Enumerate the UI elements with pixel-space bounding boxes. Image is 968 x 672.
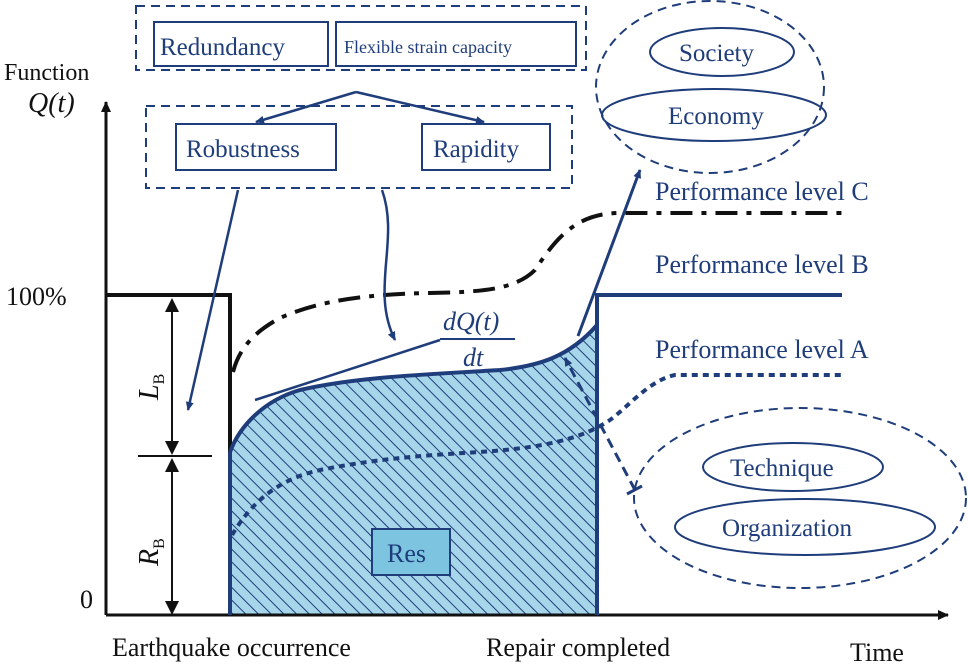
arrow-to-impacts bbox=[576, 169, 642, 337]
flexible-strain-box bbox=[335, 21, 577, 67]
arrow-to-rapidity bbox=[355, 90, 485, 125]
res-label: Res bbox=[387, 539, 426, 568]
arrow-rapidity-down bbox=[380, 189, 397, 341]
impact-group-ellipse bbox=[595, 0, 825, 174]
redundancy-label: Redundancy bbox=[160, 34, 285, 61]
tick-0: 0 bbox=[80, 585, 93, 614]
arrow-from-resources bbox=[563, 357, 637, 491]
derivative-denominator: dt bbox=[463, 343, 484, 372]
economy-label: Economy bbox=[668, 103, 764, 130]
society-ellipse bbox=[649, 27, 795, 77]
resilience-area bbox=[230, 325, 597, 615]
earthquake-label: Earthquake occurrence bbox=[112, 633, 351, 662]
robustness-box bbox=[175, 123, 337, 171]
economy-ellipse bbox=[601, 88, 827, 142]
rapidity-label: Rapidity bbox=[433, 136, 520, 163]
tick-100: 100% bbox=[6, 282, 67, 311]
organization-label: Organization bbox=[722, 515, 853, 542]
arrow-robustness-down bbox=[185, 189, 240, 411]
performance-a-label: Performance level A bbox=[655, 335, 869, 364]
robustness-label: Robustness bbox=[186, 136, 300, 163]
performance-b-label: Performance level B bbox=[655, 250, 869, 279]
flexible-strain-label: Flexible strain capacity bbox=[344, 37, 512, 57]
top-group-box bbox=[135, 5, 587, 71]
performance-c-curve bbox=[231, 211, 842, 373]
rapidity-box bbox=[421, 123, 551, 171]
derivative-numerator: dQ(t) bbox=[443, 307, 499, 336]
x-axis-label: Time bbox=[850, 638, 904, 667]
performance-a-curve bbox=[230, 373, 842, 537]
society-label: Society bbox=[679, 40, 754, 67]
tangent-line bbox=[254, 338, 441, 402]
performance-b-curve bbox=[228, 293, 842, 453]
organization-ellipse bbox=[674, 498, 936, 556]
performance-c-label: Performance level C bbox=[655, 177, 869, 206]
y-axis-label: Function bbox=[4, 60, 89, 86]
res-box bbox=[371, 528, 451, 576]
resource-tick bbox=[626, 484, 643, 496]
middle-group-box bbox=[145, 105, 573, 189]
y-axis-symbol: Q(t) bbox=[28, 88, 75, 119]
technique-ellipse bbox=[702, 442, 884, 492]
resource-group-ellipse bbox=[633, 407, 967, 589]
repair-label: Repair completed bbox=[486, 633, 670, 662]
arrow-to-robustness bbox=[255, 90, 357, 124]
rb-label: RB bbox=[134, 538, 168, 567]
lb-label: LB bbox=[134, 374, 168, 401]
technique-label: Technique bbox=[730, 455, 834, 482]
redundancy-box bbox=[153, 21, 329, 67]
